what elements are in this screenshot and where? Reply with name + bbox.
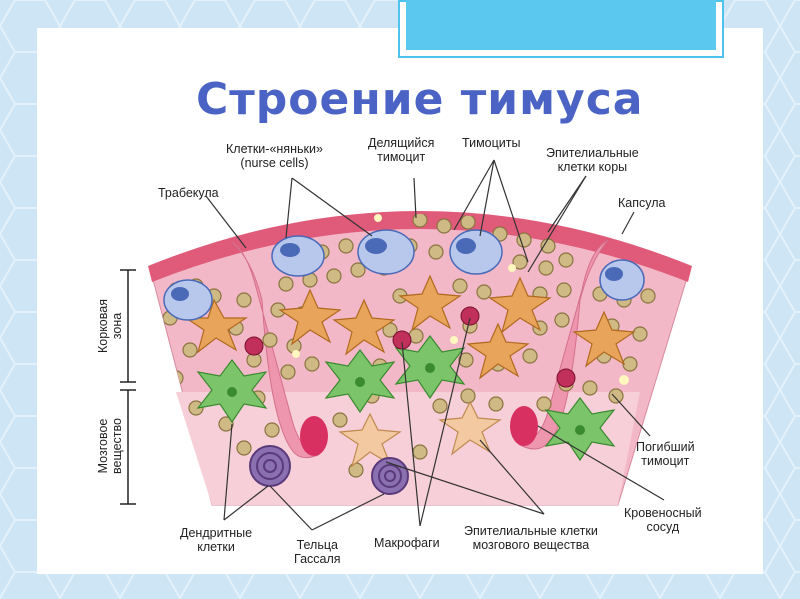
label-nurse-cells: Клетки-«няньки»(nurse cells) — [226, 142, 323, 170]
page-title: Строение тимуса — [196, 74, 644, 125]
label-thymocytes: Тимоциты — [462, 136, 521, 150]
dead-thymocytes — [292, 214, 629, 385]
capsule — [148, 211, 692, 282]
medulla-epithelial-cells — [338, 400, 502, 468]
zone-brackets — [120, 269, 136, 505]
cortex-epithelial-cells — [184, 274, 636, 380]
blood-vessels — [300, 406, 538, 456]
title-decoration-fill — [406, 0, 716, 50]
label-capsule: Капсула — [618, 196, 666, 210]
pointer-lines — [205, 159, 665, 531]
label-trabecula: Трабекула — [158, 186, 219, 200]
title-decoration — [398, 0, 724, 58]
macrophages — [244, 306, 576, 388]
label-macrophages: Макрофаги — [374, 536, 440, 550]
trabeculae — [231, 239, 609, 459]
